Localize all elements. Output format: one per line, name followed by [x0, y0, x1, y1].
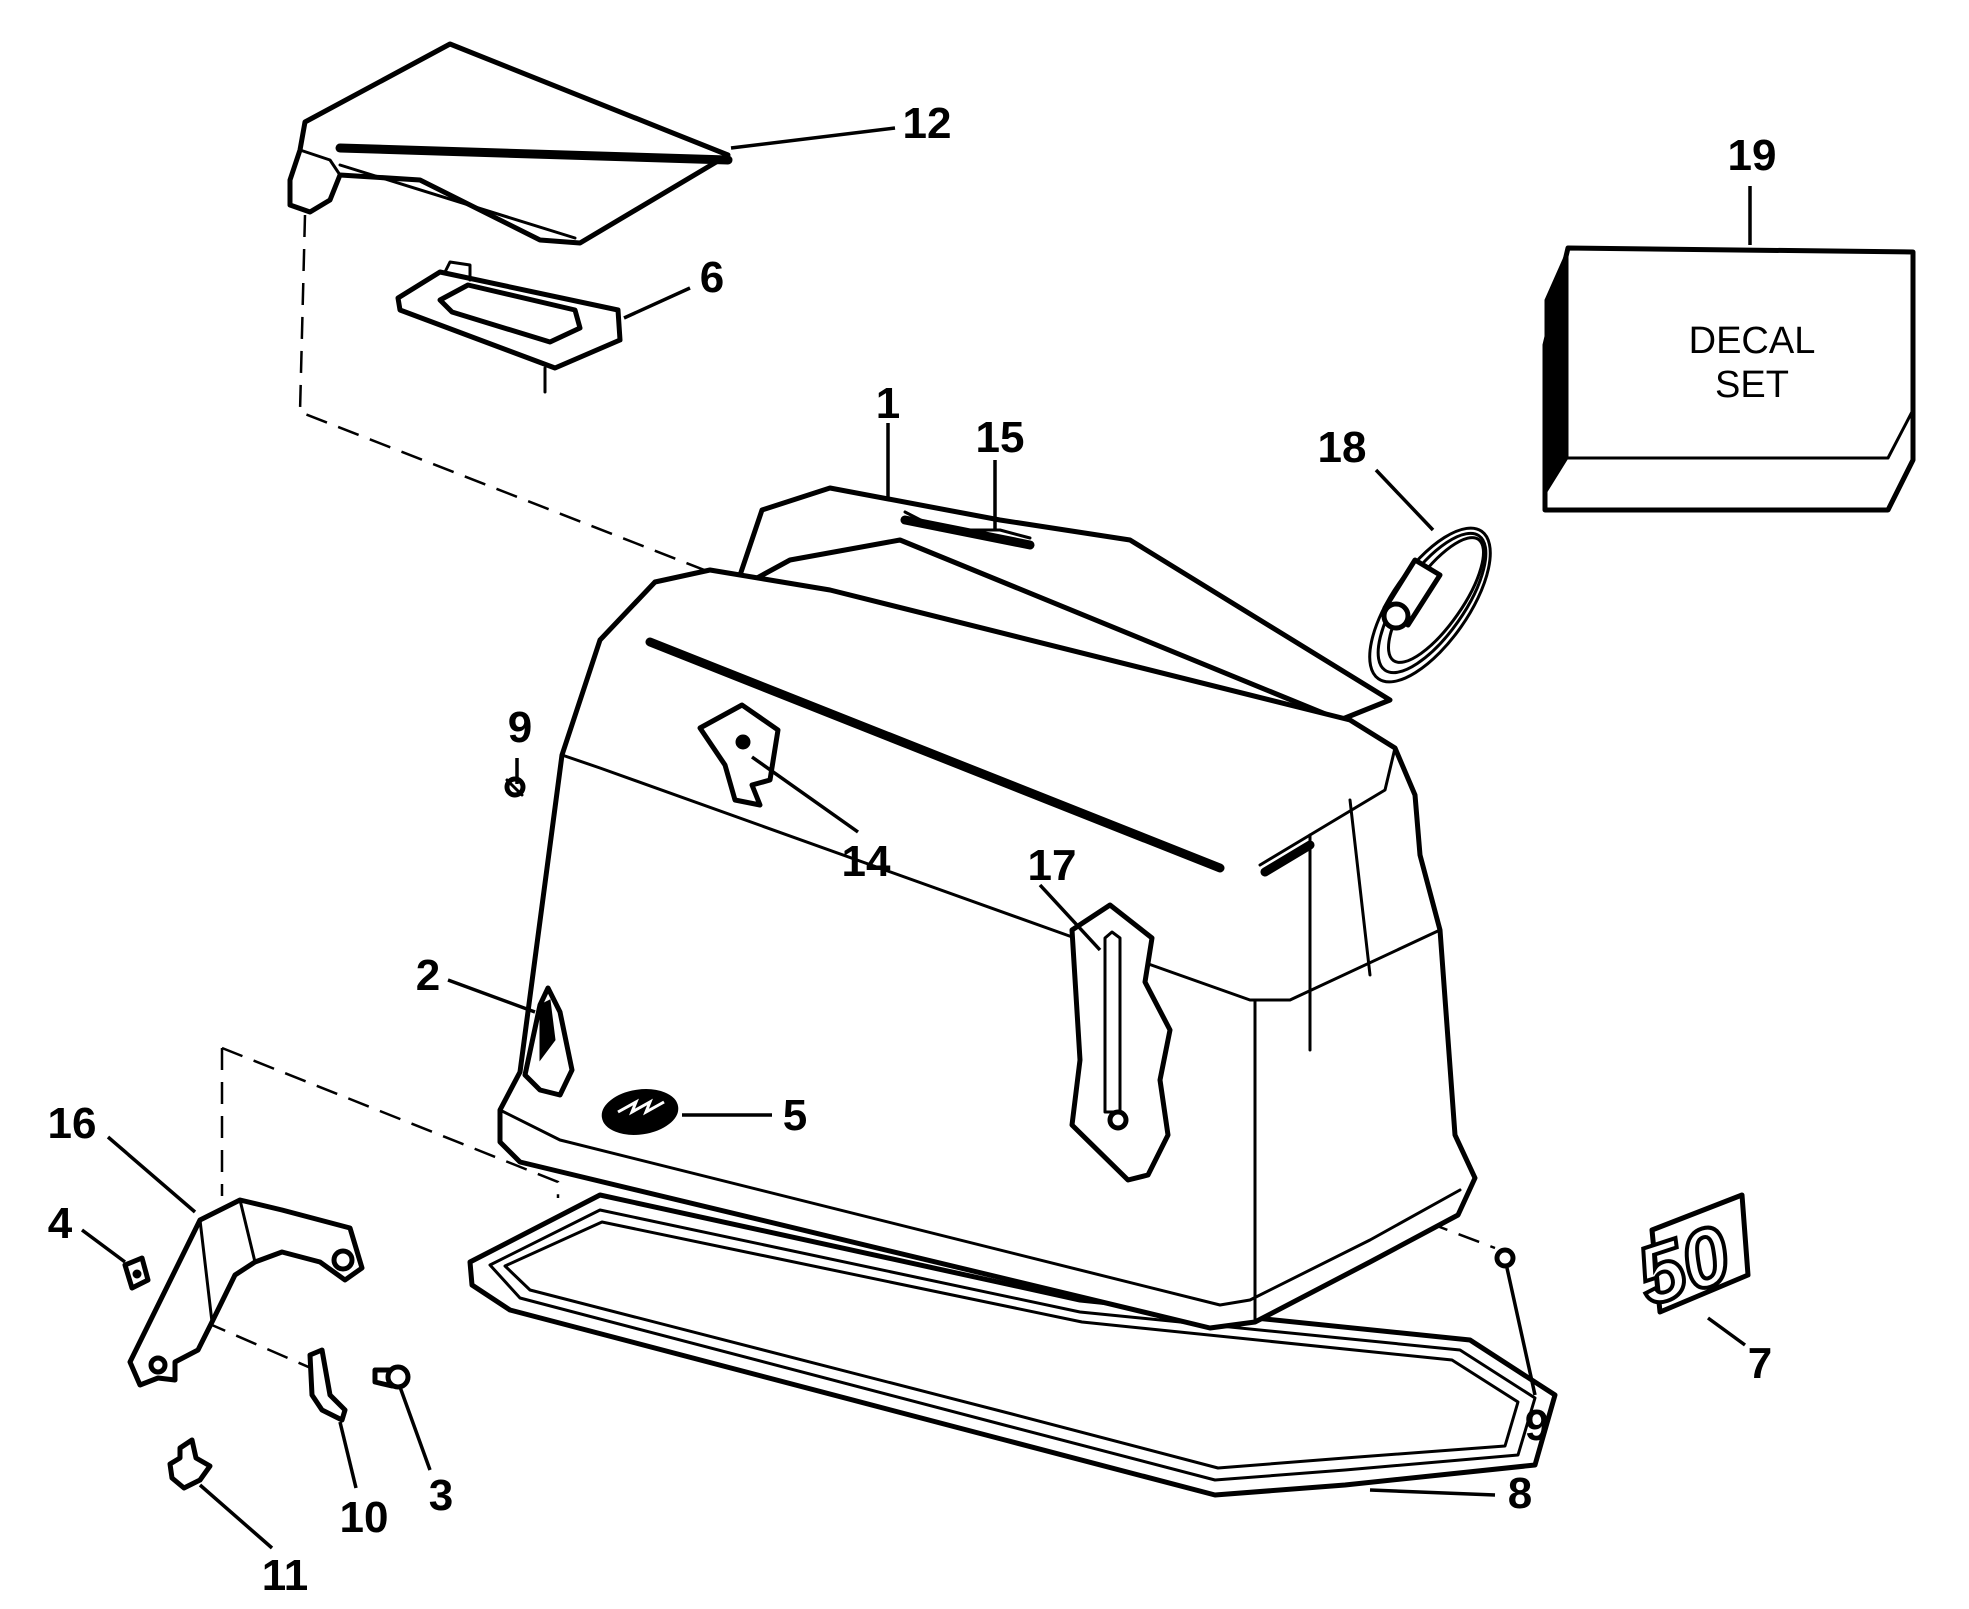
part-17-latch [1069, 902, 1173, 1183]
leader-11 [198, 1483, 274, 1550]
part-5-emblem [601, 1089, 679, 1135]
callout-1: 1 [876, 379, 900, 428]
decal-text-line1: DECAL [1689, 320, 1816, 362]
callout-3: 3 [429, 1471, 453, 1520]
part-9-screw-right [1494, 1247, 1516, 1269]
part-14-latch-plate [697, 702, 781, 808]
part-1-cowling-top [732, 485, 1393, 723]
leader-16 [106, 1135, 197, 1214]
callout-9-left: 9 [508, 703, 532, 752]
part-12-top-cover [287, 41, 733, 246]
callout-19: 19 [1728, 131, 1777, 180]
part-6-vent-gasket [395, 260, 623, 394]
callout-2: 2 [416, 951, 440, 1000]
leader-3 [398, 1386, 432, 1471]
leader-8 [1369, 1488, 1496, 1497]
leader-18 [1374, 468, 1435, 532]
leader-lines [80, 126, 1752, 1550]
leader-4 [80, 1228, 127, 1264]
callout-18: 18 [1318, 423, 1367, 472]
part-19-decal-set: DECAL SET [1542, 245, 1916, 513]
callout-8: 8 [1508, 1469, 1532, 1518]
callout-9-right: 9 [1525, 1401, 1549, 1450]
leader-7 [1706, 1316, 1747, 1347]
callout-16: 16 [48, 1099, 97, 1148]
callout-numbers: 12 6 1 15 19 18 9 14 17 2 5 16 4 10 3 11… [48, 99, 1777, 1600]
part-18-coiled-cable [1368, 526, 1492, 684]
part-7-badge: 50 [1624, 1192, 1751, 1325]
callout-11: 11 [262, 1551, 309, 1600]
part-3-screw [372, 1364, 411, 1390]
leader-10 [338, 1421, 358, 1489]
callout-17: 17 [1028, 841, 1077, 890]
callout-5: 5 [783, 1091, 807, 1140]
part-10-strap [307, 1347, 348, 1423]
part-9-screw-left [504, 776, 526, 798]
leader-9-right [1505, 1267, 1537, 1396]
leader-14 [750, 755, 860, 834]
callout-6: 6 [700, 253, 724, 302]
callout-4: 4 [48, 1199, 73, 1248]
decal-text-line2: SET [1715, 364, 1789, 406]
part-11-grommet [167, 1437, 213, 1491]
callout-7: 7 [1748, 1339, 1772, 1388]
part-16-bracket [127, 1197, 365, 1388]
leader-2 [447, 978, 536, 1014]
leader-6 [623, 286, 691, 320]
callout-14: 14 [842, 837, 891, 886]
part-4-clip-nut [122, 1255, 151, 1291]
part-8-base-seal [467, 1192, 1558, 1498]
leader-12 [730, 126, 896, 150]
callout-12: 12 [903, 99, 952, 148]
callout-15: 15 [976, 413, 1025, 462]
callout-10: 10 [340, 1493, 389, 1542]
leader-17 [1038, 883, 1102, 952]
